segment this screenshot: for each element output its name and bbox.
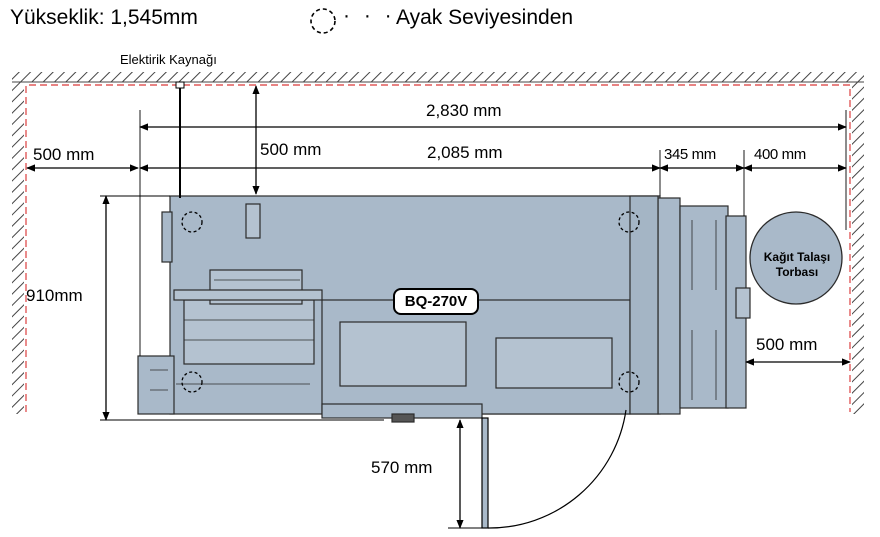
model-label: BQ-270V: [393, 288, 479, 315]
legend-label: Ayak Seviyesinden: [396, 6, 574, 29]
foot-markers: [181, 211, 640, 393]
machine-width-dimension: 2,085 mm: [427, 143, 503, 162]
room-boundary: [25, 84, 851, 412]
foot-marker-icon: [181, 371, 203, 393]
total-width-dimension: 2,830 mm: [426, 101, 502, 120]
front-clearance-dimension: 570 mm: [371, 458, 433, 477]
rear-clearance-dimension: 500 mm: [260, 140, 322, 159]
depth-dimension: 910mm: [26, 286, 83, 305]
section-345-dimension: 345 mm: [664, 146, 716, 163]
right-clearance-dimension: 500 mm: [756, 335, 818, 354]
door-swing: [481, 409, 627, 529]
dashed-circle-icon: [310, 8, 336, 34]
legend-dots: · · ·: [343, 4, 396, 27]
power-cable: [175, 81, 185, 198]
bag-label: Kağıt Talaşı Torbası: [763, 250, 831, 279]
left-clearance-dimension: 500 mm: [33, 145, 95, 164]
walls: [12, 72, 864, 414]
machine-details: [150, 220, 717, 400]
section-400-dimension: 400 mm: [754, 146, 806, 163]
foot-marker-icon: [181, 211, 203, 233]
extension-lines: [100, 110, 847, 529]
dimension-lines: [26, 85, 851, 529]
foot-marker-icon: [618, 371, 640, 393]
paper-bag: [749, 211, 843, 305]
height-label: Yükseklik: 1,545mm: [10, 6, 198, 29]
power-source-label: Elektirik Kaynağı: [120, 52, 217, 67]
foot-marker-icon: [618, 211, 640, 233]
